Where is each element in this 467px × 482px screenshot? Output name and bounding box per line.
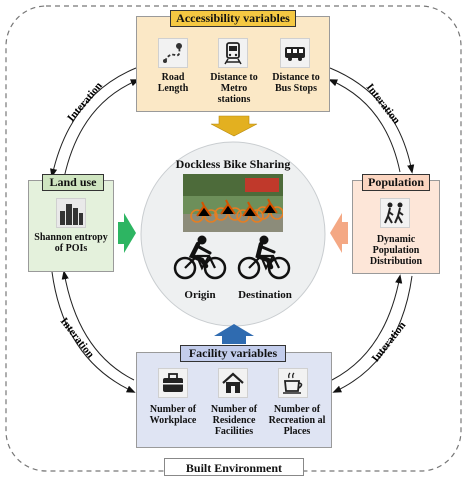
residence-label: Number of Residence Facilities [210, 404, 258, 437]
interaction-arrow-bottom-left-a [51, 271, 136, 393]
people-walking-icon [380, 198, 410, 228]
metro-train-icon [218, 38, 248, 68]
population-title: Population [362, 174, 430, 191]
accessibility-title: Accessibility variables [170, 10, 296, 27]
road-map-icon [158, 38, 188, 68]
interaction-arrow-bottom-right-a [332, 275, 413, 393]
bike-photo [183, 174, 284, 232]
interaction-arrow-bottom-right-b [331, 274, 403, 381]
facility-pointer-arrow [214, 324, 254, 344]
city-buildings-icon [56, 198, 86, 228]
dynamic-population-label: Dynamic Population Distribution [369, 234, 423, 267]
interaction-arrow-top-right-b [328, 79, 401, 173]
briefcase-icon [158, 368, 188, 398]
origin-label: Origin [184, 289, 216, 301]
destination-label: Destination [238, 289, 292, 301]
road-length-label: Road Length [157, 72, 189, 94]
bus-icon [280, 38, 310, 68]
recreation-label: Number of Recreation al Places [268, 404, 326, 437]
interaction-arrow-top-left-a [50, 67, 137, 178]
house-icon [218, 368, 248, 398]
distance-metro-label: Distance to Metro stations [210, 72, 258, 105]
interaction-arrow-bottom-left-b [61, 270, 135, 381]
interaction-arrow-top-left-b [63, 79, 140, 179]
destination-cyclist-icon [236, 234, 292, 282]
coffee-cup-icon [278, 368, 308, 398]
facility-title: Facility variables [180, 345, 286, 362]
accessibility-pointer-arrow [210, 115, 258, 137]
built-environment-label: Built Environment [164, 458, 304, 476]
workplace-label: Number of Workplace [149, 404, 197, 426]
origin-cyclist-icon [172, 234, 228, 282]
center-title: Dockless Bike Sharing [175, 157, 291, 171]
population-pointer-arrow [330, 213, 348, 253]
shannon-entropy-label: Shannon entropy of POIs [34, 232, 108, 254]
land-use-pointer-arrow [118, 213, 136, 253]
interaction-arrow-top-right-a [329, 67, 415, 174]
land-use-title: Land use [42, 174, 104, 191]
distance-bus-label: Distance to Bus Stops [272, 72, 320, 94]
